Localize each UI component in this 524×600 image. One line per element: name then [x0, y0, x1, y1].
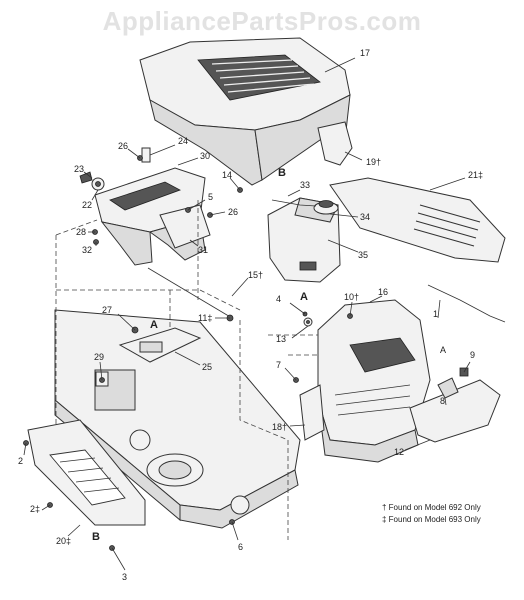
callout-9: 9 — [470, 350, 475, 360]
headlight-lens-part-12 — [409, 379, 501, 443]
watermark-text: AppliancePartsPros.com — [103, 6, 422, 36]
ref-letter-a-wire: A — [440, 345, 446, 355]
callout-3: 3 — [122, 572, 127, 582]
bracket-part-25 — [118, 327, 202, 363]
footnote-model-693: ‡ Found on Model 693 Only — [382, 515, 481, 524]
callout-24: 24 — [178, 136, 188, 146]
callout-12: 12 — [394, 447, 404, 457]
callout-16: 16 — [378, 287, 388, 297]
ref-letter-a-frame: A — [150, 319, 158, 331]
clip-part-23 — [79, 171, 93, 184]
switch-part-24 — [141, 147, 151, 163]
callout-2b: 2‡ — [30, 504, 40, 514]
callout-15: 15† — [248, 270, 263, 280]
callout-11: 11‡ — [198, 313, 212, 323]
fuel-line-part-33 — [271, 199, 317, 207]
callout-22: 22 — [82, 200, 92, 210]
footnote-model-692: † Found on Model 692 Only — [382, 503, 481, 512]
callout-34: 34 — [360, 212, 370, 222]
hood-grille-vents — [197, 54, 321, 101]
ref-letter-b-upper: B — [278, 167, 286, 179]
callout-6: 6 — [238, 542, 243, 552]
callout-labels: 17 19† 21‡ 33 34 35 30 24 26 23 22 28 32… — [18, 48, 483, 582]
ref-letter-a-tank: A — [300, 291, 308, 303]
callout-30: 30 — [200, 151, 210, 161]
callout-2a: 2 — [18, 456, 23, 466]
callout-20: 20‡ — [56, 536, 71, 546]
callout-10: 10† — [344, 292, 359, 302]
model-footnotes: † Found on Model 692 Only ‡ Found on Mod… — [382, 503, 481, 524]
callout-7: 7 — [276, 360, 281, 370]
callout-33: 33 — [300, 180, 310, 190]
callout-4: 4 — [276, 294, 281, 304]
callout-5: 5 — [208, 192, 213, 202]
callout-21: 21‡ — [468, 170, 483, 180]
side-panel-part-21 — [329, 177, 506, 263]
callout-26b: 26 — [228, 207, 238, 217]
callout-27: 27 — [102, 305, 112, 315]
hood-part-17 — [139, 37, 351, 186]
callout-leader-lines — [23, 57, 471, 571]
callout-31: 31 — [198, 245, 208, 255]
callout-13: 13 — [276, 334, 286, 344]
bracket-part-19 — [317, 121, 353, 166]
headlight-part-8 — [437, 377, 459, 399]
assembly-guide-lines — [55, 200, 318, 540]
ref-letter-b-lower: B — [92, 531, 100, 543]
fuel-cap-part-34 — [313, 200, 339, 215]
bracket-part-18 — [299, 384, 325, 441]
front-nose-part-16 — [317, 299, 431, 463]
callout-28: 28 — [76, 227, 86, 237]
callout-14: 14 — [222, 170, 232, 180]
rod-part-15 — [147, 267, 233, 319]
nut-part-13 — [303, 317, 313, 327]
callout-35: 35 — [358, 250, 368, 260]
key-switch-part-22 — [91, 177, 105, 191]
callout-1: 1 — [433, 309, 438, 319]
callout-29: 29 — [94, 352, 104, 362]
callout-23: 23 — [74, 164, 84, 174]
callout-18: 18† — [272, 422, 287, 432]
reference-letters: B A A A B — [92, 167, 446, 543]
front-grille-part-20 — [27, 419, 146, 526]
callout-19: 19† — [366, 157, 381, 167]
callout-17: 17 — [360, 48, 370, 58]
callout-25: 25 — [202, 362, 212, 372]
wire-harness-part-1 — [427, 284, 506, 323]
callout-26a: 26 — [118, 141, 128, 151]
callout-8: 8 — [440, 396, 445, 406]
callout-32: 32 — [82, 245, 92, 255]
